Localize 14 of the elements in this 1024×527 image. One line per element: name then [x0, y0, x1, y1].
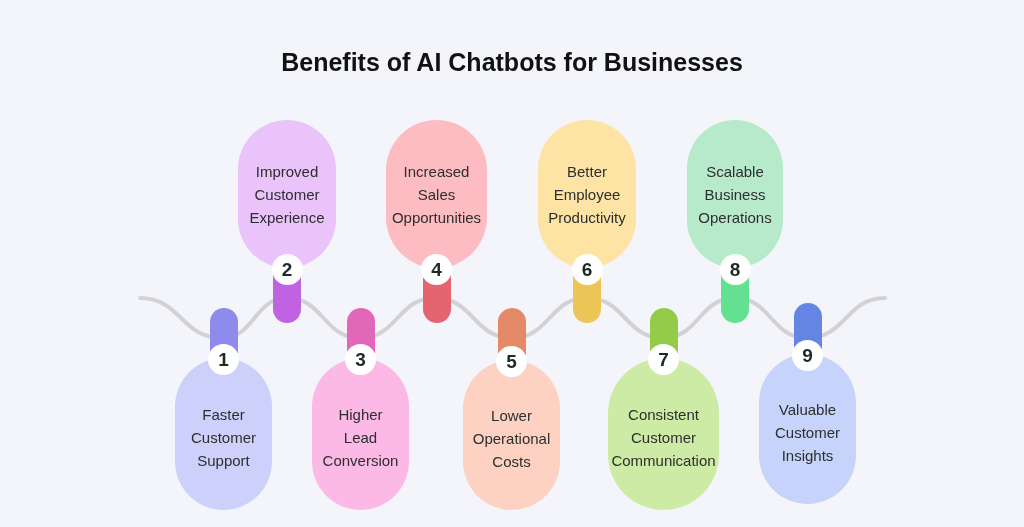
benefit-label: Scalable Business Operations — [697, 161, 773, 228]
step-number: 8 — [719, 253, 751, 285]
benefit-label: Better Employee Productivity — [547, 161, 627, 228]
benefit-label: Consistent Customer Communication — [611, 404, 716, 471]
benefit-label: Valuable Customer Insights — [774, 399, 841, 466]
benefit-label: Faster Customer Support — [190, 404, 257, 471]
step-number: 2 — [271, 253, 303, 285]
benefit-label: Increased Sales Opportunities — [390, 161, 483, 228]
benefit-label: Higher Lead Conversion — [321, 404, 400, 471]
step-number: 4 — [421, 253, 452, 285]
benefit-label: Improved Customer Experience — [248, 161, 326, 228]
benefit-label: Lower Operational Costs — [471, 405, 552, 472]
diagram-title: Benefits of AI Chatbots for Businesses — [281, 47, 743, 78]
step-number: 6 — [571, 253, 603, 285]
